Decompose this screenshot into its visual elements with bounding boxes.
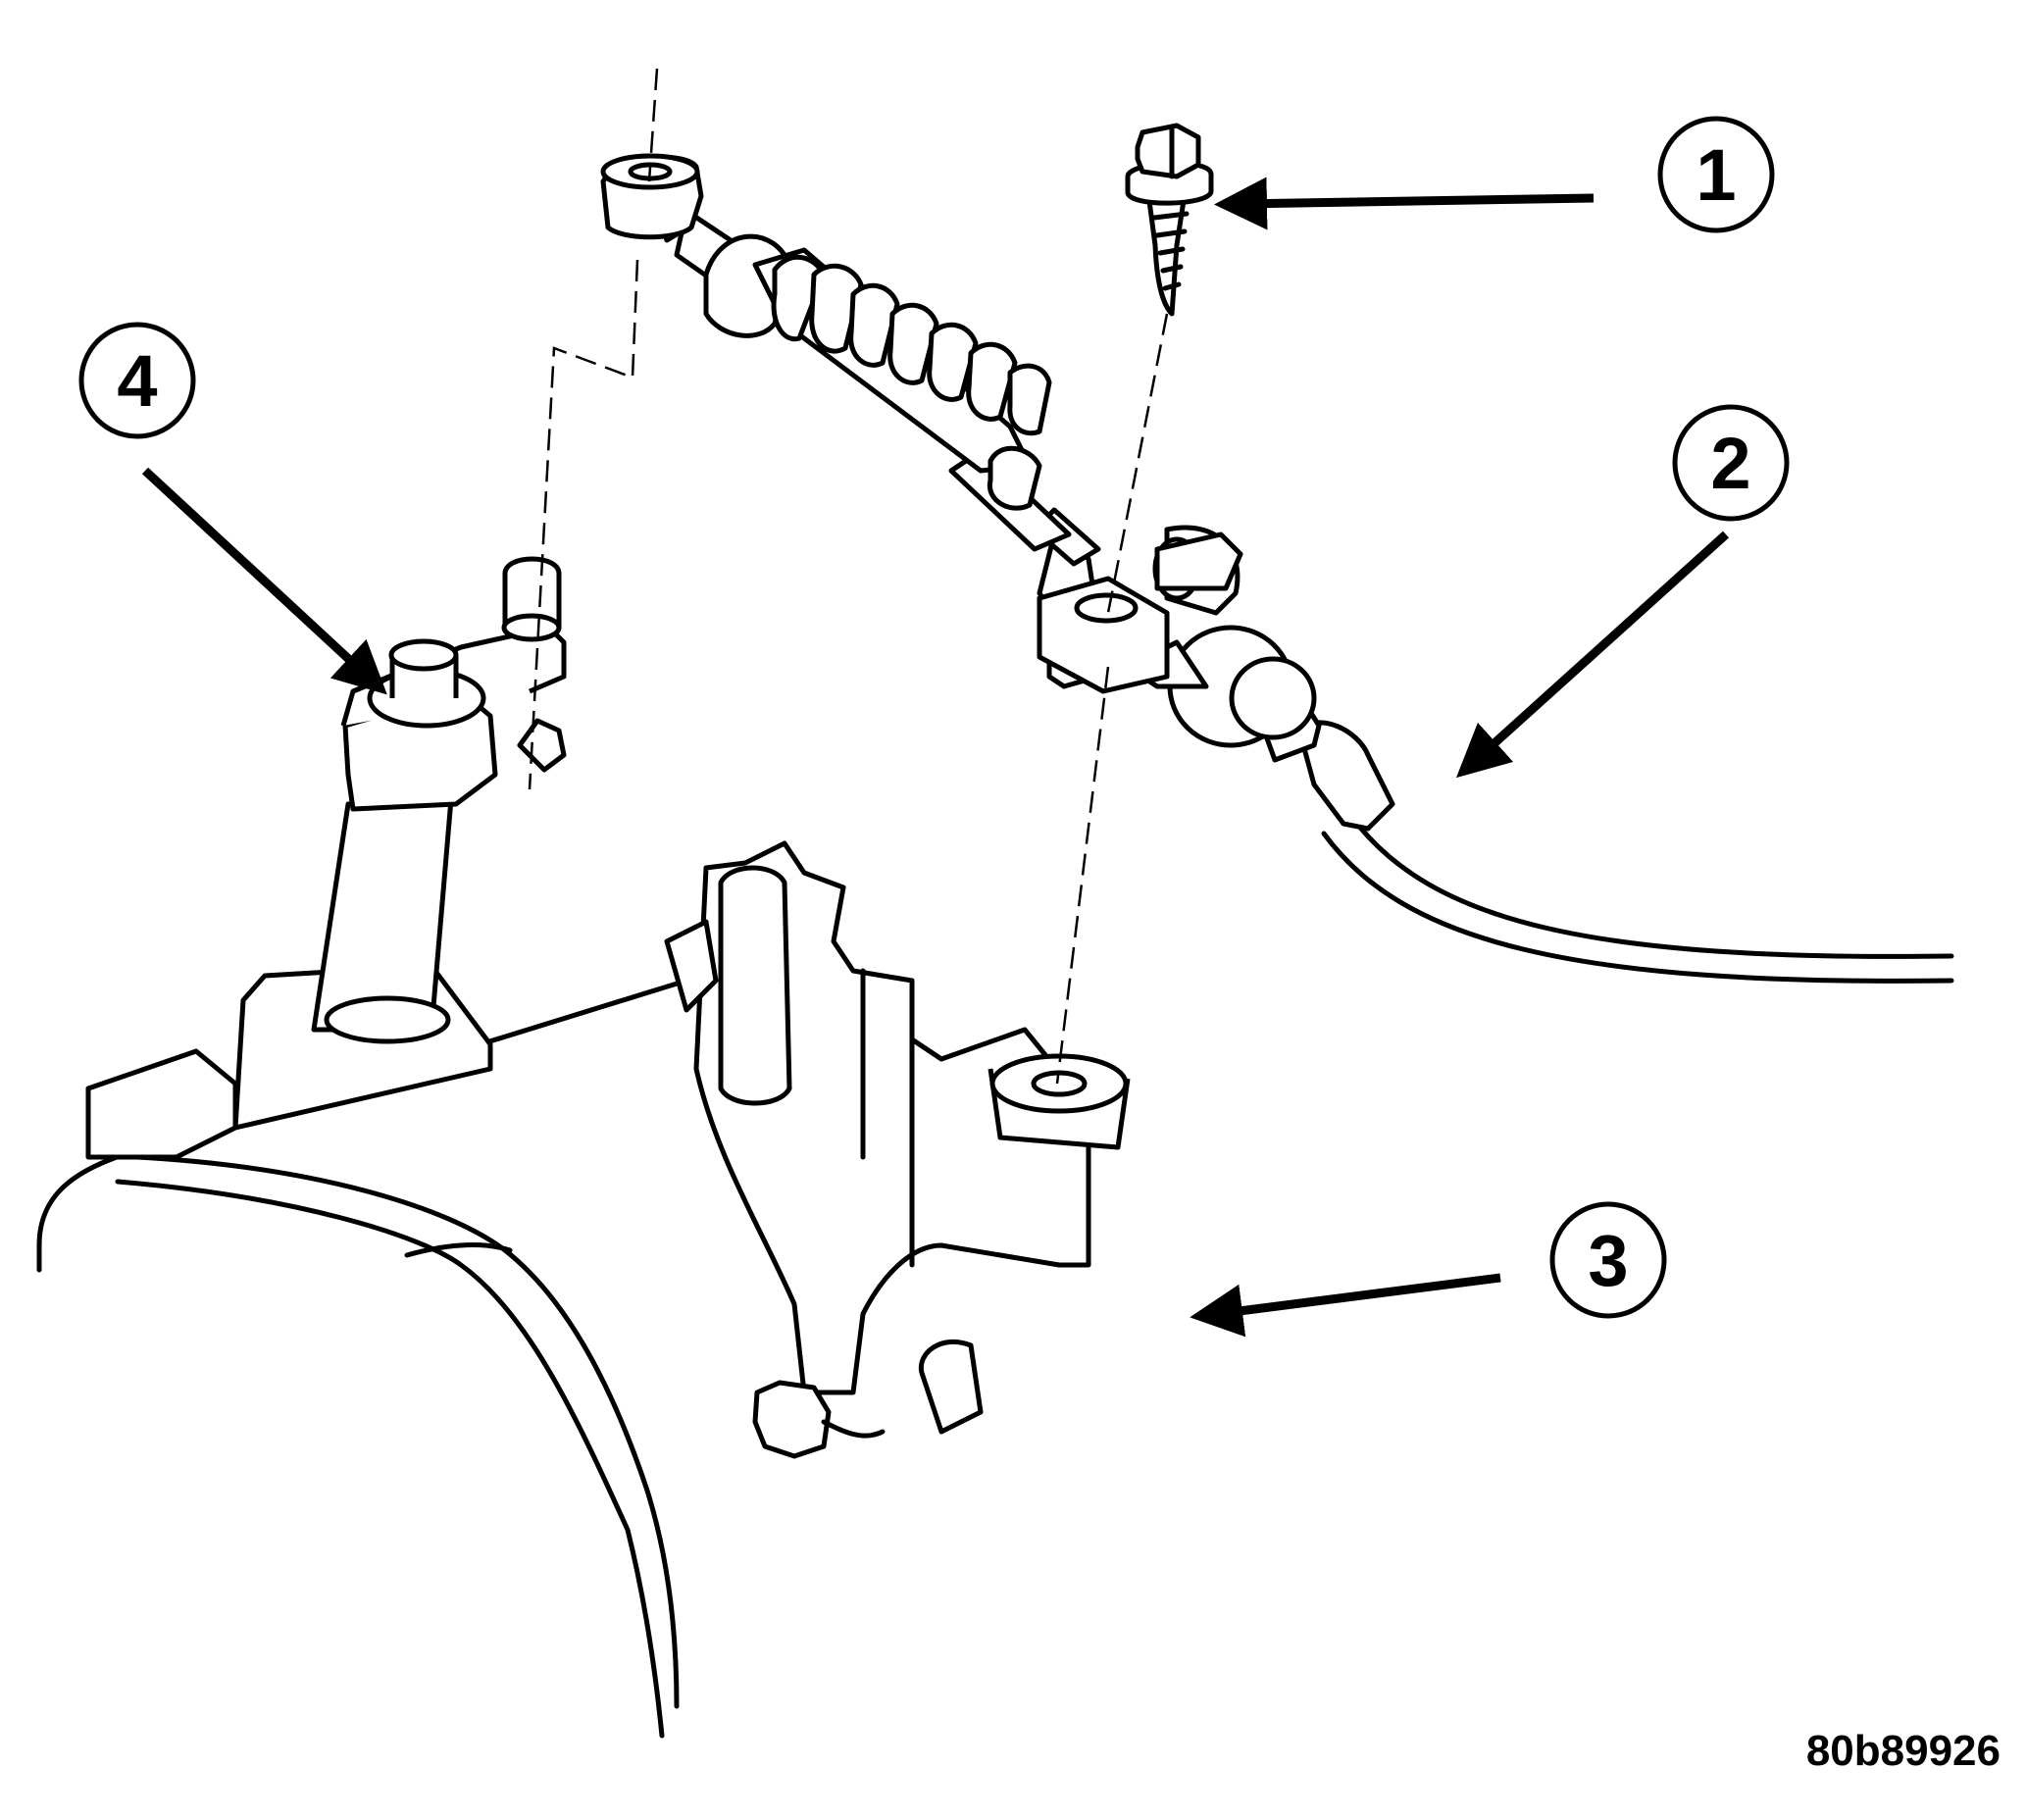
callout-arrow-1 — [1214, 177, 1595, 230]
figure-id: 80b89926 — [1806, 1727, 2001, 1775]
callout-2: 2 — [1672, 404, 1790, 522]
callout-3: 3 — [1549, 1201, 1667, 1319]
callout-arrow-2 — [1455, 531, 1730, 779]
callout-2-label: 2 — [1710, 423, 1750, 504]
callout-3-label: 3 — [1588, 1220, 1628, 1301]
mounting-bolt — [1125, 123, 1214, 317]
callout-1: 1 — [1657, 116, 1775, 233]
callout-1-label: 1 — [1696, 134, 1736, 216]
callout-4: 4 — [78, 322, 196, 439]
callout-arrow-4 — [141, 467, 387, 695]
gear-selector-lever — [85, 556, 567, 1160]
shift-cable — [600, 153, 1954, 984]
alignment-lines — [528, 68, 1169, 1085]
cable-mounting-bracket — [664, 840, 1131, 1459]
callout-leaders — [141, 177, 1730, 1338]
callout-arrow-3 — [1190, 1273, 1501, 1338]
callout-4-label: 4 — [117, 340, 157, 422]
